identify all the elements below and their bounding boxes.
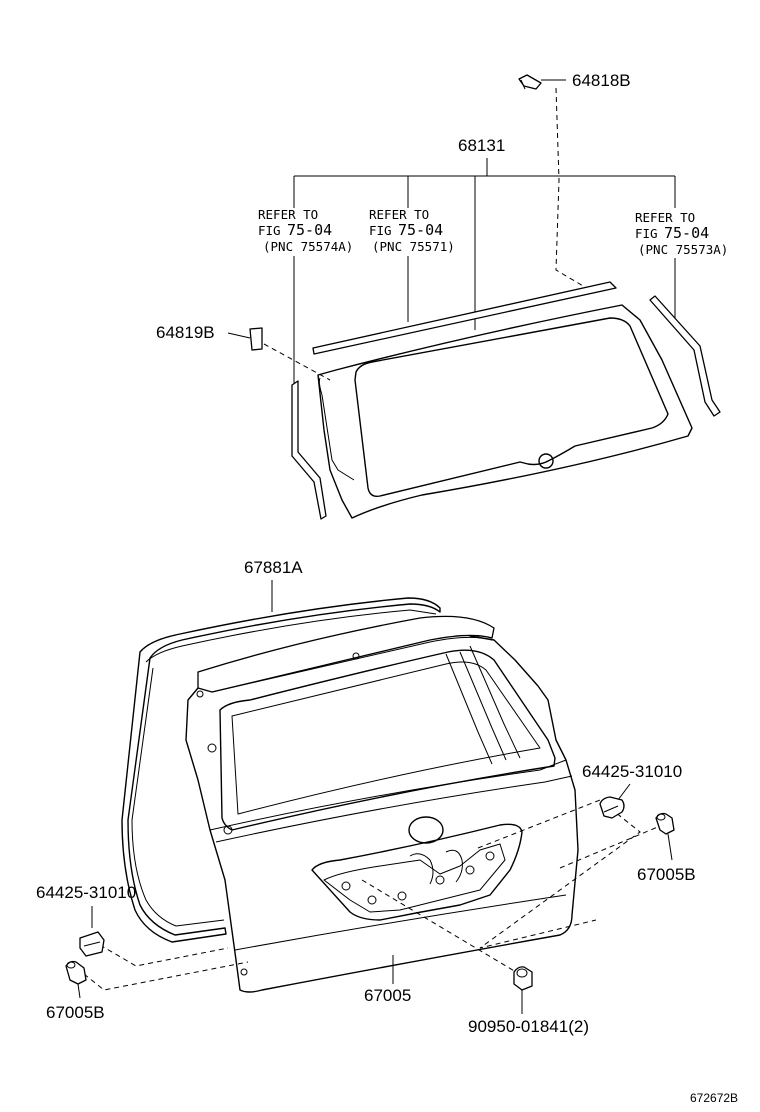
bumper-64425-left-icon[interactable] [79, 931, 105, 957]
diagram-code: 672672B [690, 1091, 738, 1105]
svg-text:(PNC 75574A): (PNC 75574A) [263, 239, 353, 254]
clip-90950-icon[interactable] [513, 966, 533, 991]
svg-text:75-04: 75-04 [664, 224, 709, 242]
clip-64818B-icon[interactable] [518, 74, 542, 90]
label-64425-left[interactable]: 64425-31010 [36, 883, 136, 902]
back-door-glass[interactable] [317, 304, 693, 519]
back-door-panel-67005[interactable] [185, 615, 579, 993]
svg-text:(PNC 75571): (PNC 75571) [372, 239, 455, 254]
label-67005[interactable]: 67005 [364, 986, 411, 1005]
label-68131[interactable]: 68131 [458, 136, 505, 155]
dashed-left-lower [83, 961, 249, 991]
svg-text:REFER TO: REFER TO [369, 207, 429, 222]
svg-text:75-04: 75-04 [287, 221, 332, 239]
cushion-67005B-right-icon[interactable] [655, 812, 675, 835]
label-67005B-left[interactable]: 67005B [46, 1003, 105, 1022]
svg-text:(PNC 75573A): (PNC 75573A) [638, 242, 728, 257]
svg-text:FIG: FIG [635, 226, 658, 241]
leader-64425-right [617, 783, 631, 801]
reference-3[interactable]: REFER TO FIG 75-04 (PNC 75573A) [635, 210, 728, 257]
label-64425-right[interactable]: 64425-31010 [582, 762, 682, 781]
molding-top[interactable] [312, 281, 617, 355]
label-67881A[interactable]: 67881A [244, 558, 303, 577]
bumper-64425-right-icon[interactable] [599, 796, 625, 819]
label-64819B[interactable]: 64819B [156, 323, 215, 342]
molding-right[interactable] [649, 295, 721, 417]
leader-67005B-right [667, 833, 673, 861]
leader-64819B [227, 332, 251, 339]
weatherstrip-67881A[interactable] [121, 597, 441, 943]
dashed-left-upper [99, 944, 229, 967]
label-67005B-right[interactable]: 67005B [637, 865, 696, 884]
dashed-64818B [555, 87, 591, 291]
svg-text:FIG: FIG [258, 223, 281, 238]
svg-text:FIG: FIG [369, 223, 392, 238]
dashed-right-assembly [477, 799, 641, 949]
cushion-67005B-left-icon[interactable] [65, 960, 87, 985]
dashed-clip-90950 [361, 879, 517, 973]
svg-text:REFER TO: REFER TO [635, 210, 695, 225]
molding-left[interactable] [291, 380, 327, 520]
leader-67005B-left [77, 983, 81, 999]
dashed-right-upper [559, 825, 661, 869]
reference-1[interactable]: REFER TO FIG 75-04 (PNC 75574A) [258, 207, 353, 254]
part-64819B-icon[interactable] [249, 327, 263, 351]
label-90950[interactable]: 90950-01841(2) [468, 1017, 589, 1036]
svg-text:REFER TO: REFER TO [258, 207, 318, 222]
reference-2[interactable]: REFER TO FIG 75-04 (PNC 75571) [369, 207, 455, 254]
dashed-64819B [263, 343, 331, 381]
label-64818B[interactable]: 64818B [572, 71, 631, 90]
svg-text:75-04: 75-04 [398, 221, 443, 239]
